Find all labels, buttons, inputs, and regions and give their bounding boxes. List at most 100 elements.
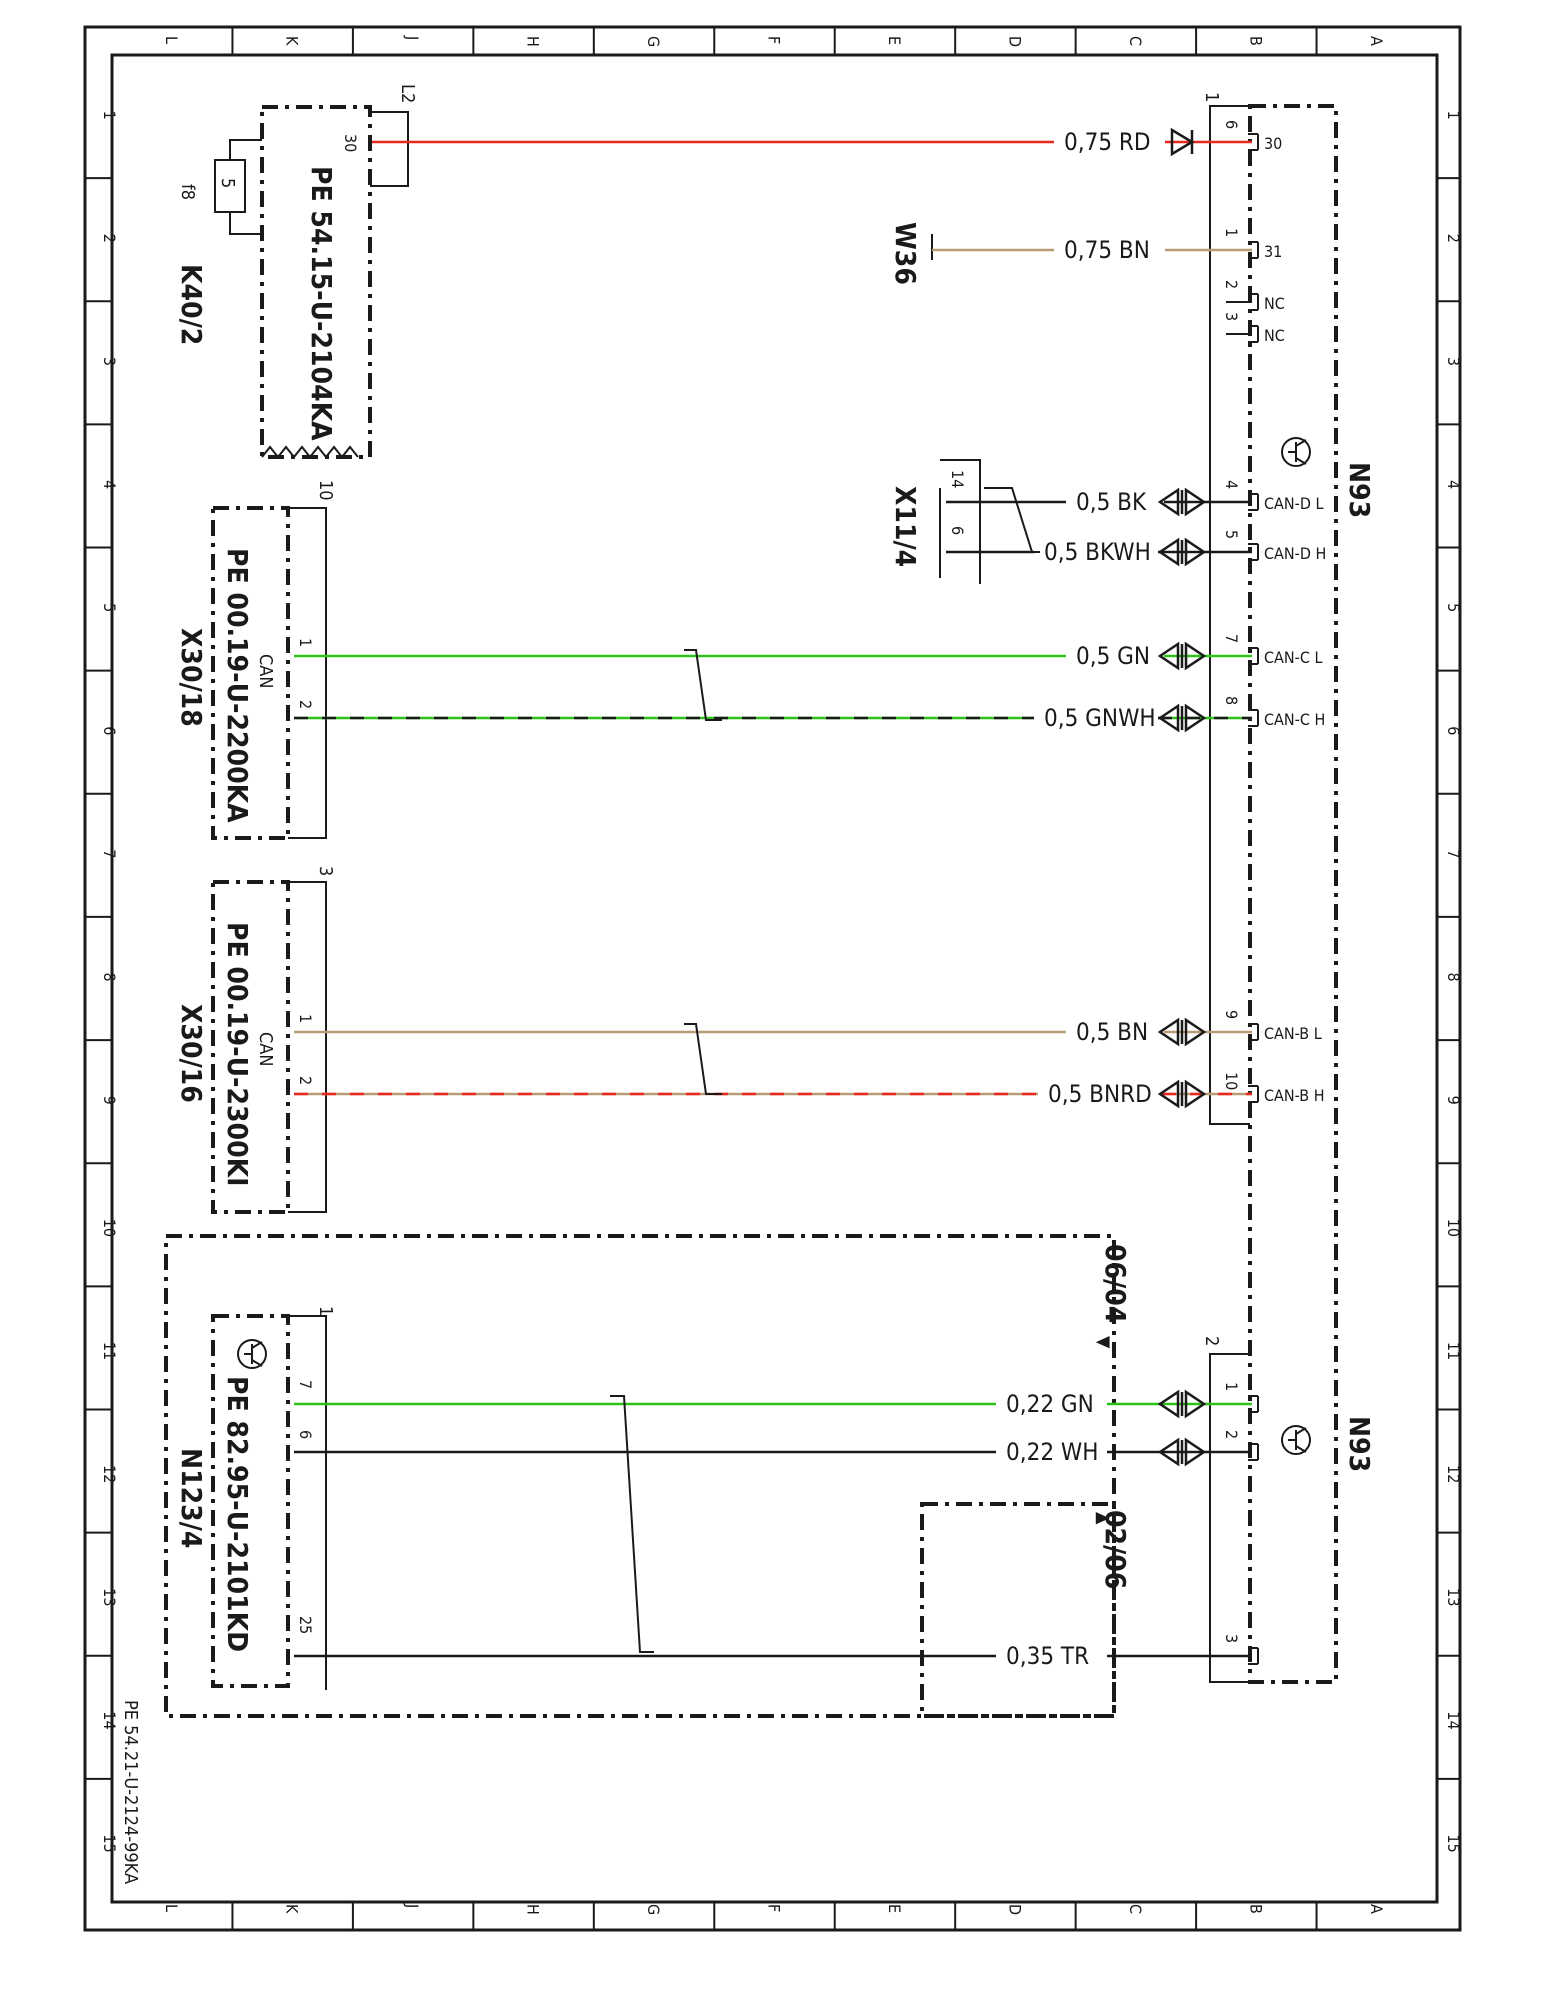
transistor-icon [237, 1339, 267, 1369]
x11-4-pin-14: 14 [948, 470, 967, 488]
column-letter-bottom: G [644, 1904, 663, 1915]
wire-label: 0,35 TR [1006, 1642, 1089, 1670]
row-number-right: 7 [1444, 849, 1463, 858]
column-letter-top: F [765, 36, 784, 44]
n93-bracket-bottom-label: 2 [1201, 1336, 1222, 1346]
row-number-right: 8 [1444, 973, 1463, 982]
row-number-right: 12 [1444, 1465, 1463, 1483]
x30-18-pin-1: 1 [296, 638, 315, 647]
row-number-left: 5 [100, 603, 119, 612]
n93-terminal-label: NC [1264, 294, 1285, 313]
n123-4-name: N123/4 [175, 1448, 208, 1548]
column-letter-bottom: L [162, 1904, 181, 1912]
fuse-f8 [214, 159, 246, 213]
variant-0206-label: 02/06 [1099, 1510, 1132, 1589]
wire-label: 0,5 GN [1076, 642, 1150, 670]
connector-arrow-icon [1170, 127, 1195, 157]
x30-18-tag: CAN [255, 654, 276, 689]
wire-13: 0,35 TR3 [294, 1634, 1259, 1670]
n93-name-bottom: N93 [1343, 1416, 1376, 1472]
pin-terminal [1248, 647, 1259, 665]
row-number-right: 11 [1444, 1342, 1463, 1360]
row-number-right: 10 [1444, 1219, 1463, 1237]
column-letter-bottom: H [524, 1904, 543, 1915]
column-letter-top: H [524, 36, 543, 47]
column-letter-bottom: D [1005, 1904, 1024, 1915]
n93-pin-number: 2 [1222, 1430, 1241, 1439]
row-number-right: 3 [1444, 357, 1463, 366]
wire-label: 0,22 GN [1006, 1390, 1094, 1418]
wire-11: 0,22 GN1 [294, 1382, 1259, 1419]
variant-0604-label: 06/04 [1099, 1244, 1132, 1323]
inner-border [110, 53, 1439, 1904]
pin-terminal [1248, 1443, 1259, 1461]
connector-double-arrow-icon [1157, 1389, 1207, 1419]
n93-pin-number: 8 [1222, 696, 1241, 705]
n93-terminal-label: CAN-C L [1264, 648, 1323, 667]
x30-18-bracket-label: 10 [315, 480, 336, 501]
column-letter-top: B [1246, 36, 1265, 46]
x30-18-box [211, 506, 290, 840]
pin-terminal [1248, 325, 1259, 343]
x11-4-pin-6: 6 [948, 526, 967, 535]
wire-label: 0,75 BN [1064, 236, 1150, 264]
column-letter-top: G [644, 36, 663, 47]
row-number-left: 1 [100, 111, 119, 120]
x30-16-pin-2: 2 [296, 1076, 315, 1085]
twist-n123 [610, 1395, 654, 1653]
n93-pin-number: 6 [1222, 120, 1241, 129]
n93-pin-number: 5 [1222, 530, 1241, 539]
row-number-left: 11 [100, 1342, 119, 1360]
x30-18-ref: PE 00.19-U-2200KA [221, 548, 254, 823]
wire-label: 0,5 BK [1076, 488, 1147, 516]
n123-4-pin-25: 25 [296, 1616, 315, 1634]
row-number-right: 14 [1444, 1711, 1463, 1729]
wire-label: 0,75 RD [1064, 128, 1151, 156]
column-letter-top: L [162, 36, 181, 44]
wire-3: 2NC [1222, 280, 1285, 313]
wire-label: 0,5 BN [1076, 1018, 1148, 1046]
column-letter-bottom: K [283, 1904, 302, 1914]
x30-16-name: X30/16 [175, 1004, 208, 1103]
wire-label: 0,5 GNWH [1044, 704, 1156, 732]
column-letter-bottom: A [1367, 1904, 1386, 1914]
column-letter-top: A [1367, 36, 1386, 46]
k40-2-box [260, 105, 372, 459]
transistor-icon-top [1281, 437, 1311, 467]
k40-2-bracket-label: L2 [397, 84, 418, 103]
n93-bracket-top-label: 1 [1201, 92, 1222, 102]
wire-4: 3NC [1222, 312, 1285, 345]
row-number-left: 15 [100, 1834, 119, 1852]
n123-4-pin-6: 6 [296, 1430, 315, 1439]
n93-box [1248, 104, 1338, 1684]
row-number-left: 7 [100, 849, 119, 858]
n93-pin-number: 3 [1222, 312, 1241, 321]
pin-terminal [1248, 293, 1259, 311]
x30-16-bracket-label: 3 [315, 866, 336, 876]
n93-pin-number: 1 [1222, 228, 1241, 237]
column-letter-bottom: C [1126, 1904, 1145, 1914]
k40-2-name: K40/2 [175, 264, 208, 345]
x11-4-connector [939, 459, 981, 584]
column-letter-top: E [885, 36, 904, 45]
column-letter-bottom: J [403, 1903, 422, 1908]
row-number-right: 6 [1444, 726, 1463, 735]
x11-4-name: X11/4 [889, 486, 922, 567]
row-number-left: 2 [100, 234, 119, 243]
pin-terminal [1248, 1647, 1259, 1665]
n93-pin-number: 2 [1222, 280, 1241, 289]
column-letter-bottom: E [885, 1904, 904, 1913]
pin-terminal [1248, 133, 1259, 151]
column-letter-top: J [403, 35, 422, 40]
row-number-right: 5 [1444, 603, 1463, 612]
variant-box-0206 [920, 1502, 1116, 1718]
column-letter-top: C [1126, 36, 1145, 46]
